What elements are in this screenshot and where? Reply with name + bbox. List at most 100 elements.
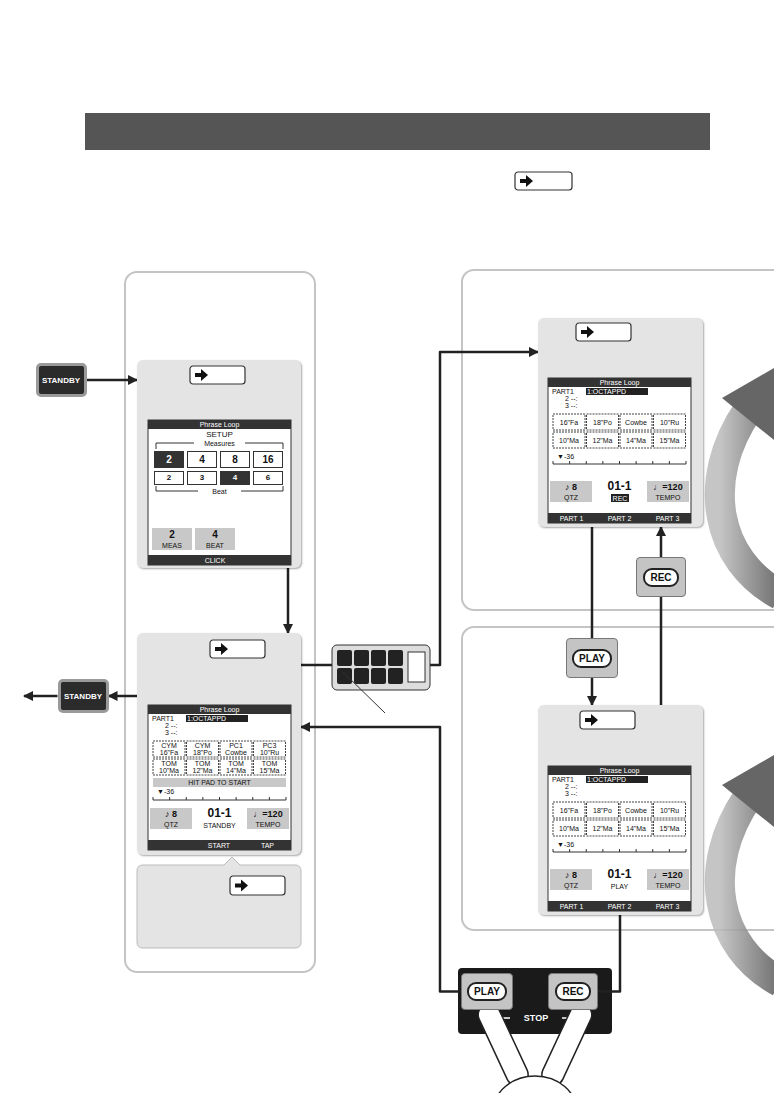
cycle-arrow — [720, 755, 774, 982]
screen-text: CLICK — [195, 555, 235, 565]
exit-arrow — [24, 695, 58, 698]
ruler-tick — [269, 797, 270, 800]
pad-cell — [587, 820, 619, 836]
ruler-tick — [619, 849, 620, 852]
screen-text: 4 — [187, 451, 217, 468]
screen-text: 2 --: — [564, 395, 604, 402]
screen-text: 16"Fa — [554, 416, 584, 428]
ruler-tick — [569, 461, 570, 464]
screen-text: CYM — [154, 742, 184, 749]
ruler-tick — [619, 461, 620, 464]
screen-text: 2 — [154, 451, 184, 468]
flow-connector — [598, 915, 620, 992]
flow-connector — [660, 597, 663, 705]
screen-text: Cowbe — [621, 804, 651, 816]
ruler-tick — [219, 797, 220, 800]
cycle-arrow-head — [722, 368, 774, 440]
screen-text: 18"Po — [588, 804, 618, 816]
screen-text: PART 1 — [548, 901, 595, 911]
setup-screen: Phrase LoopSETUPMeasures248162346Beat2ME… — [137, 360, 301, 568]
cycle-arrow-body — [720, 797, 774, 982]
arrow-badge — [210, 640, 265, 658]
arrow-badge — [190, 366, 245, 384]
rec-button: REC — [548, 973, 598, 1010]
screen-text: 15"Ma — [655, 434, 685, 446]
screen-text: 01-1 — [594, 479, 645, 493]
screen-text: 2 --: — [564, 783, 604, 790]
lcd — [148, 420, 291, 565]
ruler-tick — [202, 797, 203, 800]
play-button: PLAY — [461, 973, 513, 1010]
badge-box — [515, 172, 572, 190]
standby-screen: Phrase LoopPART11:OCTAPPD2 --:3 --:CYM16… — [137, 633, 301, 855]
pad-cell — [654, 802, 686, 818]
pad-cell — [187, 741, 219, 757]
function-bar — [548, 513, 691, 523]
screen-text: Phrase Loop — [548, 766, 691, 775]
screen-text: Cowbe — [621, 416, 651, 428]
cycle-arrow — [720, 368, 774, 595]
pad-cell — [553, 432, 585, 448]
screen-text: PART 3 — [644, 513, 691, 523]
pad — [388, 650, 403, 666]
pad-cell — [587, 432, 619, 448]
screen-text: 2 --: — [164, 722, 204, 729]
screen-text: 2 — [152, 528, 192, 541]
screen-text: 12"Ma — [588, 822, 618, 834]
pad-cell — [153, 741, 185, 757]
pad-cell — [220, 759, 252, 775]
screen-text: PART1 — [551, 776, 585, 783]
screen-text: 2 — [154, 471, 184, 485]
screen-text: 10"Ma — [154, 767, 184, 774]
pad — [371, 668, 386, 684]
ruler-tick — [586, 461, 587, 464]
pad — [337, 668, 352, 684]
flow-connector — [109, 695, 138, 698]
ruler-tick — [636, 461, 637, 464]
title-band — [85, 113, 710, 150]
screen-text: ♪ 8 — [550, 481, 592, 493]
ruler-tick — [652, 461, 653, 464]
ruler-tick — [669, 461, 670, 464]
pad-unit — [332, 645, 430, 690]
screen-text: TOM — [255, 760, 285, 767]
screen-text: PART 1 — [548, 513, 595, 523]
screen-text: 01-1 — [194, 806, 245, 820]
button-label: STANDBY — [64, 692, 102, 701]
pad-cell — [587, 802, 619, 818]
ruler-tick — [252, 797, 253, 800]
screen-text: START — [195, 840, 243, 850]
screen-text: PART1 — [151, 715, 185, 722]
screen-text: TOM — [188, 760, 218, 767]
flow-connector — [591, 527, 594, 638]
arrow-badge — [515, 172, 572, 190]
button-caption: STOP — [512, 1012, 560, 1024]
screen-text: Measures — [194, 439, 245, 448]
screen-text: ▼-36 — [556, 453, 590, 460]
arrow-icon — [195, 369, 208, 381]
pad-cell — [220, 741, 252, 757]
screen-text: 4 — [220, 471, 250, 485]
pad — [371, 650, 386, 666]
pad-cell — [254, 741, 286, 757]
leader-line — [343, 672, 385, 713]
ruler-tick — [652, 849, 653, 852]
screen-text: 14"Ma — [621, 822, 651, 834]
button-label: REC — [555, 982, 590, 1001]
badge-box — [210, 640, 265, 658]
screen-text: 10"Ma — [554, 822, 584, 834]
ruler-tick — [636, 849, 637, 852]
pad-cell — [153, 759, 185, 775]
screen-text: Phrase Loop — [148, 705, 291, 714]
ruler-tick — [553, 849, 554, 852]
screen-text: ♩=120 — [247, 808, 289, 820]
screen-text: 14"Ma — [621, 434, 651, 446]
flow-connector — [301, 352, 538, 665]
screen-text: ♩=120 — [647, 481, 689, 493]
standby-button: STANDBY — [36, 363, 87, 397]
function-bar — [548, 901, 691, 911]
screen-text: 3 — [187, 471, 217, 485]
ruler-tick — [686, 461, 687, 464]
screen-text: CYM — [188, 742, 218, 749]
screen-text: 18"Po — [188, 749, 218, 756]
